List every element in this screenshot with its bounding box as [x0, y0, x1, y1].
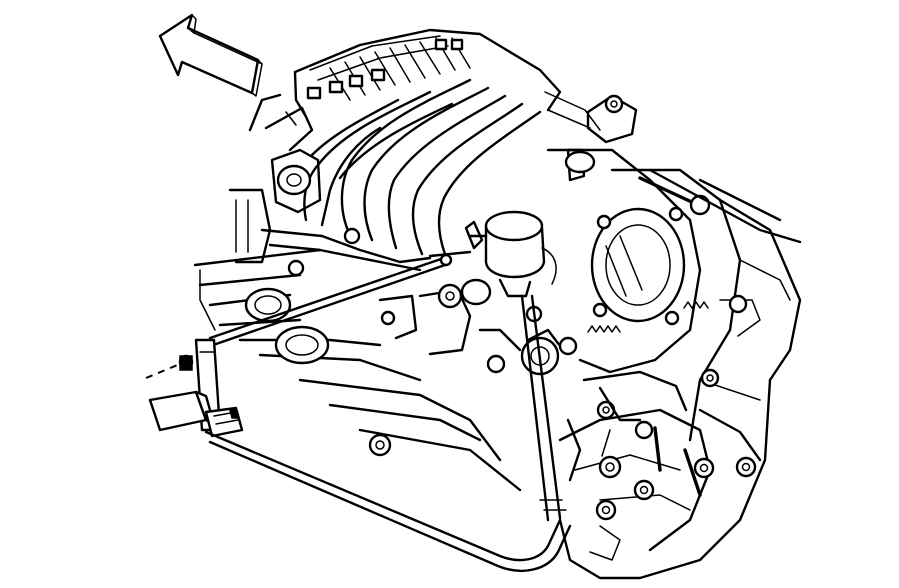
lower-center-parts	[378, 250, 578, 376]
sensor-module-icon	[148, 390, 244, 438]
valve-canister-icon	[464, 210, 557, 298]
right-block-details	[566, 370, 762, 482]
left-accessories	[228, 93, 432, 277]
intake-plenum	[293, 28, 562, 117]
intake-runners	[303, 78, 601, 264]
throttle-housing	[546, 94, 802, 374]
connecting-rod	[208, 253, 453, 346]
engine-block	[558, 168, 802, 580]
vacuum-line	[204, 294, 572, 573]
arrow-forward-icon	[158, 13, 263, 97]
